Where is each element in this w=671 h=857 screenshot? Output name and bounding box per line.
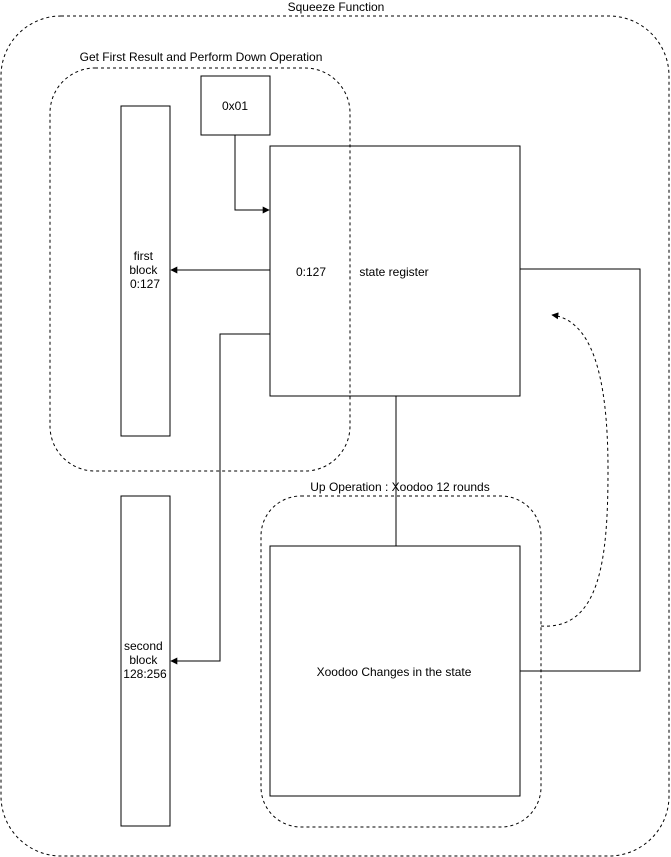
first-block-line-2: block [129, 263, 158, 277]
constant-label: 0x01 [222, 99, 248, 113]
squeeze-function-group [0, 15, 670, 857]
xoodoo-to-state-loop [520, 268, 641, 672]
state-register-box[interactable] [269, 145, 521, 397]
second-block-line-2: block [129, 653, 158, 667]
xoodoo-box[interactable] [269, 545, 521, 797]
second-block-label: second block 128:256 [123, 639, 167, 681]
xoodoo-label: Xoodoo Changes in the state [317, 665, 472, 679]
down-operation-label: Get First Result and Perform Down Operat… [80, 50, 323, 64]
second-block-box[interactable] [120, 495, 171, 827]
state-to-second-block-arrow [170, 333, 270, 665]
constant-to-state-arrow [234, 135, 270, 214]
first-block-label: first block 0:127 [129, 249, 160, 291]
feedback-dashed-arrow [540, 312, 609, 627]
state-register-label: state register [359, 265, 428, 279]
first-block-box[interactable] [120, 105, 171, 437]
state-register-range-label: 0:127 [296, 265, 326, 279]
first-block-line-1: first [134, 249, 154, 263]
second-block-line-3: 128:256 [123, 667, 167, 681]
first-block-line-3: 0:127 [130, 277, 160, 291]
down-operation-group [49, 67, 351, 472]
up-operation-label: Up Operation : Xoodoo 12 rounds [310, 480, 489, 494]
squeeze-function-label: Squeeze Function [288, 0, 385, 14]
second-block-line-1: second [124, 639, 163, 653]
